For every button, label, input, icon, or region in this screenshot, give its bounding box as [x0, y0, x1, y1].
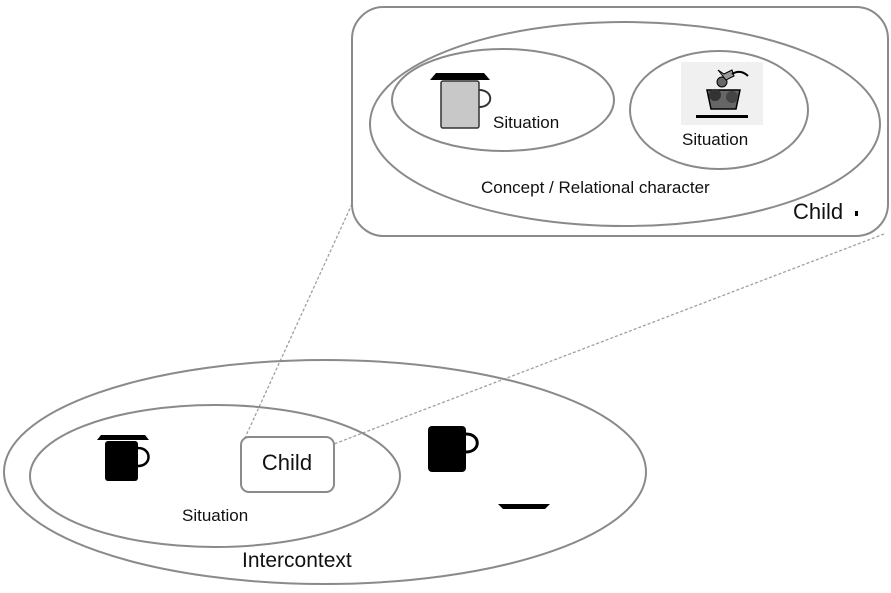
zoom-connector-left — [243, 203, 353, 441]
cup-with-lid-icon — [97, 435, 150, 481]
intercontext-ellipse — [3, 359, 647, 585]
situation-right-label: Situation — [682, 130, 748, 149]
intercontext: Child Situation Intercontext — [3, 359, 647, 585]
cup-with-lid-icon — [430, 73, 492, 129]
child-label: Child — [262, 450, 312, 475]
situation-left-label: Situation — [493, 113, 559, 132]
situation-ellipse-left — [391, 48, 615, 152]
mug-icon — [428, 426, 479, 472]
situation-ellipse-right — [629, 50, 809, 170]
concept-ellipse — [369, 21, 881, 227]
zoom-inset: Situation Situation Concept / Relational… — [351, 6, 889, 237]
concept-label: Concept / Relational character — [481, 178, 710, 197]
situation-main-label: Situation — [182, 506, 248, 525]
saucer-icon — [498, 504, 550, 509]
inset-frame — [351, 6, 889, 237]
situation-ellipse-main — [29, 404, 401, 548]
intercontext-label: Intercontext — [242, 549, 352, 572]
inset-child-label: Child — [793, 199, 843, 224]
zoom-connector-right — [333, 233, 885, 445]
plant-in-pot-icon — [681, 62, 763, 125]
child-box — [240, 436, 335, 493]
inset-small-mark — [855, 211, 858, 216]
